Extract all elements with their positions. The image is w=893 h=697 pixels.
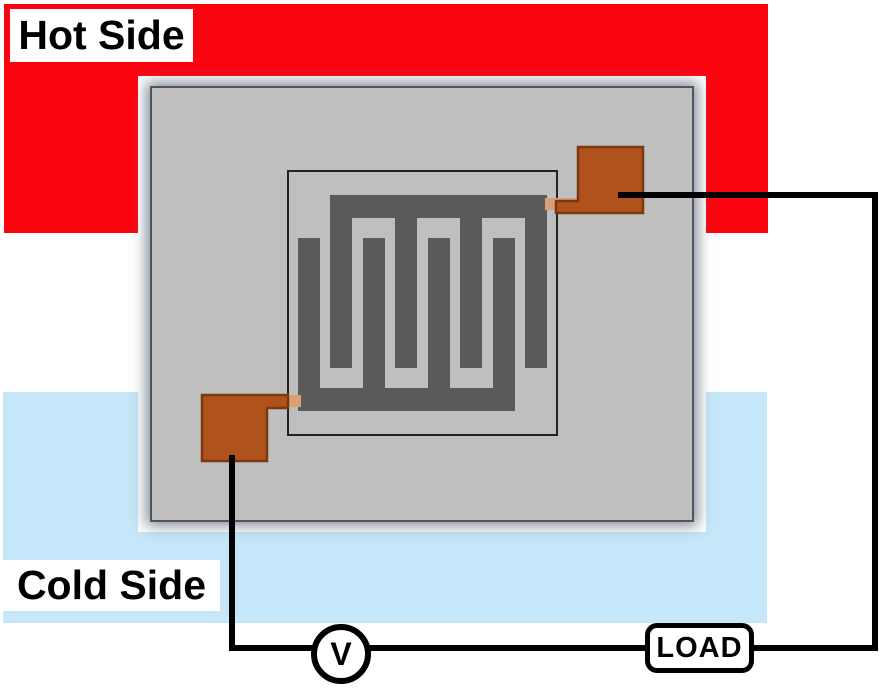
voltmeter-symbol: V [311, 624, 371, 684]
wire-load-to-corner [750, 645, 878, 651]
serpentine-finger-up [298, 238, 320, 411]
voltmeter-label: V [330, 635, 352, 672]
serpentine-finger-up [493, 238, 515, 411]
wire-hot-horizontal [618, 192, 878, 198]
load-label: LOAD [656, 631, 743, 664]
wire-cold-horizontal [229, 645, 319, 651]
serpentine-finger-down [395, 195, 417, 368]
wire-cold-vertical [229, 455, 235, 651]
serpentine-finger-up [363, 238, 385, 411]
serpentine-top-bus [330, 195, 547, 218]
hot-side-label: Hot Side [10, 9, 193, 62]
electrode-pad-bottom-left [200, 393, 290, 463]
wire-voltmeter-to-load [364, 645, 648, 651]
serpentine-finger-down [460, 195, 482, 368]
serpentine-finger-up [428, 238, 450, 411]
electrode-pad-top-right [554, 145, 645, 215]
hot-side-label-text: Hot Side [18, 12, 185, 58]
wire-hot-vertical [872, 192, 878, 651]
cold-side-label-text: Cold Side [16, 562, 207, 608]
inner-cell-outline [287, 170, 558, 436]
load-box: LOAD [645, 623, 754, 673]
cold-side-label: Cold Side [3, 560, 220, 611]
serpentine-finger-down [525, 195, 547, 368]
serpentine-finger-down [330, 195, 352, 368]
serpentine-bottom-bus [298, 388, 515, 411]
